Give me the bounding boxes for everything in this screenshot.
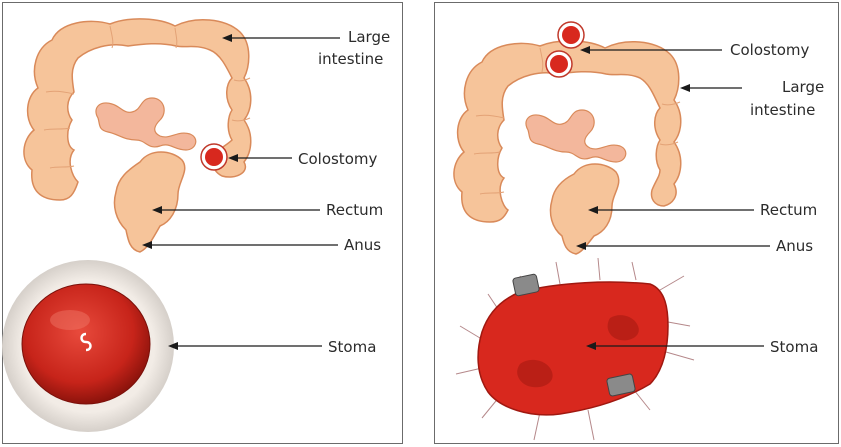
left-intestine-diagram: [2, 18, 252, 432]
label-colostomy-right: Colostomy: [730, 41, 809, 59]
arrowhead-colostomy-left: [228, 154, 238, 162]
right-large-intestine: [453, 40, 682, 223]
right-stoma-illustration: [455, 257, 695, 441]
right-rectum: [549, 163, 620, 255]
label-stoma-left: Stoma: [328, 338, 376, 356]
label-large-right-1: Large: [782, 78, 824, 96]
label-rectum-right: Rectum: [760, 201, 817, 219]
right-stoma-shape: [477, 281, 669, 416]
left-rectum: [113, 151, 186, 253]
left-stoma-photo: [21, 283, 151, 405]
label-anus-right: Anus: [776, 237, 813, 255]
left-stoma-highlight: [50, 310, 90, 330]
right-stoma-fold-2: [517, 359, 553, 388]
right-stoma-fold-1: [607, 315, 639, 341]
right-small-intestine: [525, 109, 627, 163]
arrowhead-anus-left: [142, 241, 152, 249]
right-colostomy-dot-1: [562, 26, 580, 44]
left-haustra: [43, 25, 251, 169]
label-large-left-1: Large: [348, 28, 390, 46]
left-colostomy-dot: [205, 148, 223, 166]
label-large-left-2: intestine: [318, 50, 383, 68]
label-stoma-right: Stoma: [770, 338, 818, 356]
left-small-intestine: [95, 97, 197, 151]
arrowhead-stoma-right: [586, 342, 596, 350]
arrowhead-colostomy-right: [580, 46, 590, 54]
right-stoma-clip-bottom: [606, 373, 636, 397]
label-colostomy-left: Colostomy: [298, 150, 377, 168]
label-anus-left: Anus: [344, 236, 381, 254]
label-rectum-left: Rectum: [326, 201, 383, 219]
arrowhead-large-intestine-right: [680, 84, 690, 92]
right-intestine-diagram: [453, 21, 695, 441]
arrowhead-anus-right: [576, 242, 586, 250]
right-colostomy-dot-2: [550, 55, 568, 73]
right-haustra: [473, 47, 681, 195]
arrowhead-stoma-left: [168, 342, 178, 350]
arrowhead-large-intestine-left: [222, 34, 232, 42]
label-large-right-2: intestine: [750, 101, 815, 119]
right-stoma-clip-top: [512, 273, 540, 297]
right-arrows: [576, 46, 770, 350]
arrowhead-rectum-left: [152, 206, 162, 214]
left-arrows: [142, 34, 340, 350]
left-stoma-opening: [80, 332, 92, 352]
arrowhead-rectum-right: [588, 206, 598, 214]
